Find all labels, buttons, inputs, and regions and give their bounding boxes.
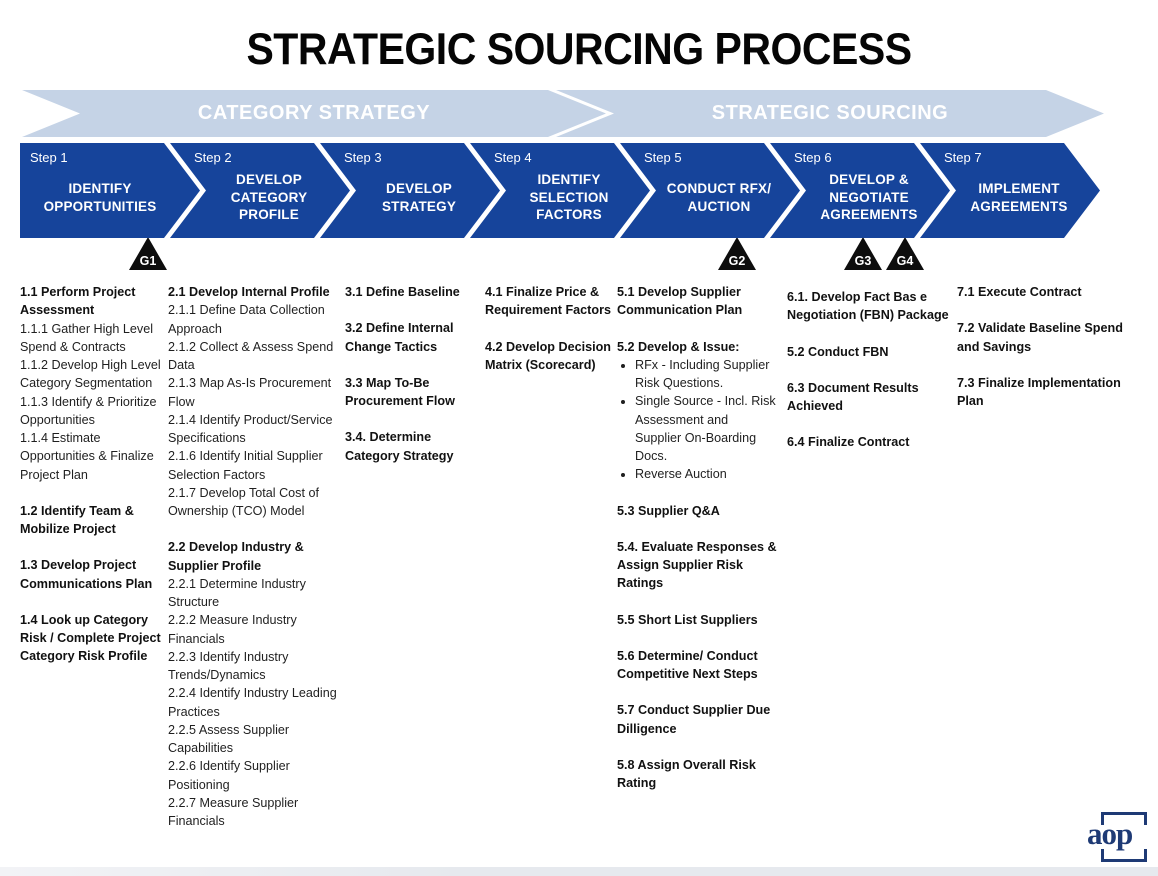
step-title: CONDUCT RFX/ AUCTION — [666, 180, 772, 214]
step-number: Step 5 — [644, 150, 682, 165]
column-item: 7.3 Finalize Implementation Plan — [957, 375, 1121, 408]
column-item: 2.1 Develop Internal Profile — [168, 285, 330, 299]
column-item: 5.5 Short List Suppliers — [617, 612, 758, 627]
column-item: 6.3 Document Results Achieved — [787, 380, 919, 413]
column-item: 5.4. Evaluate Responses & Assign Supplie… — [617, 539, 777, 591]
column-item: 7.2 Validate Baseline Spend and Savings — [957, 321, 1123, 354]
column-item: 5.2 Conduct FBN — [787, 344, 889, 359]
step-number: Step 2 — [194, 150, 232, 165]
phase-arrow-strategic-sourcing: STRATEGIC SOURCING — [556, 90, 1104, 137]
logo-bracket-top — [1101, 812, 1147, 825]
step-chevron-5: Step 5 CONDUCT RFX/ AUCTION — [620, 143, 800, 238]
gate-label: G3 — [854, 253, 872, 268]
column-bullet-list: RFx - Including Supplier Risk Questions.… — [617, 356, 777, 484]
column-item: 6.1. Develop Fact Bas e Negotiation (FBN… — [787, 290, 949, 323]
column-item: 1.2 Identify Team & Mobilize Project — [20, 503, 134, 536]
column-item: 1.1.2 Develop High Level Category Segmen… — [20, 358, 161, 391]
column-item: 2.2.1 Determine Industry Structure — [168, 576, 306, 609]
column-item: 1.1.1 Gather High Level Spend & Contract… — [20, 321, 154, 354]
step-column-7: 7.1 Execute Contract 7.2 Validate Baselin… — [957, 283, 1133, 410]
step-number: Step 4 — [494, 150, 532, 165]
column-bullet-item: Reverse Auction — [635, 465, 777, 483]
aop-logo: aop — [1087, 812, 1147, 862]
step-title: IDENTIFY OPPORTUNITIES — [43, 180, 157, 214]
step-title: IDENTIFY SELECTION FACTORS — [529, 172, 609, 223]
column-item: 1.1 Perform Project Assessment — [20, 285, 136, 318]
column-item: 2.2.3 Identify Industry Trends/Dynamics — [168, 649, 289, 682]
step-number: Step 6 — [794, 150, 832, 165]
step-number: Step 3 — [344, 150, 382, 165]
gate-label: G2 — [728, 253, 746, 268]
column-bullet-item: RFx - Including Supplier Risk Questions. — [635, 356, 777, 393]
step-column-4: 4.1 Finalize Price & Requirement Factors… — [485, 283, 613, 374]
column-item: 1.4 Look up Category Risk / Complete Pro… — [20, 612, 161, 664]
column-item: 3.4. Determine Category Strategy — [345, 430, 454, 463]
column-item: 2.1.6 Identify Initial Supplier Selectio… — [168, 449, 323, 482]
step-column-2: 2.1 Develop Internal Profile 2.1.1 Define… — [168, 283, 346, 830]
column-item: 5.2 Develop & Issue: — [617, 339, 740, 354]
logo-text: aop — [1087, 816, 1133, 852]
phase-arrow-category-strategy: CATEGORY STRATEGY — [22, 90, 606, 137]
step-title: DEVELOP & NEGOTIATE AGREEMENTS — [820, 172, 918, 223]
column-item: 2.2.2 Measure Industry Financials — [168, 613, 297, 646]
gate-label: G4 — [896, 253, 914, 268]
gate-marker-g4: G4 — [886, 237, 924, 270]
column-item: 1.1.3 Identify & Prioritize Opportunitie… — [20, 394, 157, 427]
phase-label: CATEGORY STRATEGY — [197, 102, 431, 124]
step-column-5: 5.1 Develop Supplier Communication Plan 5… — [617, 283, 777, 792]
column-item: 7.1 Execute Contract — [957, 285, 1082, 299]
column-item: 5.6 Determine/ Conduct Competitive Next … — [617, 648, 758, 681]
column-item: 6.4 Finalize Contract — [787, 435, 910, 450]
logo-bracket-bottom — [1101, 849, 1147, 862]
column-item: 5.8 Assign Overall Risk Rating — [617, 757, 756, 790]
gate-label: G1 — [139, 253, 157, 268]
phase-label: STRATEGIC SOURCING — [711, 102, 949, 124]
column-item: 5.3 Supplier Q&A — [617, 503, 720, 518]
column-item: 2.1.7 Develop Total Cost of Ownership (T… — [168, 485, 319, 518]
gate-marker-g1: G1 — [129, 237, 167, 270]
column-bullet-item: Single Source - Incl. Risk Assessment an… — [635, 392, 777, 465]
step-number: Step 7 — [944, 150, 982, 165]
footer-bar — [0, 867, 1158, 876]
step-title: DEVELOP CATEGORY PROFILE — [230, 172, 308, 223]
column-item: 4.1 Finalize Price & Requirement Factors — [485, 285, 611, 318]
column-item: 1.1.4 Estimate Opportunities & Finalize … — [20, 431, 154, 482]
gate-marker-g3: G3 — [844, 237, 882, 270]
column-item: 5.7 Conduct Supplier Due Dilligence — [617, 703, 771, 736]
column-item: 2.2.5 Assess Supplier Capabilities — [168, 722, 290, 755]
column-item: 3.3 Map To-Be Procurement Flow — [345, 375, 455, 408]
gate-marker-g2: G2 — [718, 237, 756, 270]
column-item: 3.2 Define Internal Change Tactics — [345, 321, 454, 354]
column-item: 2.2 Develop Industry & Supplier Profile — [168, 540, 304, 573]
column-item: 2.2.6 Identify Supplier Positioning — [168, 759, 290, 792]
step-title: IMPLEMENT AGREEMENTS — [970, 180, 1068, 214]
column-item: 2.2.4 Identify Industry Leading Practice… — [168, 686, 337, 719]
column-item: 2.1.1 Define Data Collection Approach — [168, 303, 325, 336]
step-title: DEVELOP STRATEGY — [381, 180, 457, 214]
column-item: 2.1.4 Identify Product/Service Specifica… — [168, 412, 333, 445]
column-item: 4.2 Develop Decision Matrix (Scorecard) — [485, 339, 611, 372]
column-item: 2.1.2 Collect & Assess Spend Data — [168, 339, 334, 372]
step-column-6: 6.1. Develop Fact Bas e Negotiation (FBN… — [787, 288, 955, 452]
column-item: 3.1 Define Baseline — [345, 285, 460, 299]
page-title: STRATEGIC SOURCING PROCESS — [246, 24, 912, 74]
column-item: 5.1 Develop Supplier Communication Plan — [617, 285, 743, 318]
step-column-3: 3.1 Define Baseline 3.2 Define Internal C… — [345, 283, 477, 465]
column-item: 1.3 Develop Project Communications Plan — [20, 558, 153, 591]
column-item: 2.2.7 Measure Supplier Financials — [168, 795, 299, 828]
column-item: 2.1.3 Map As-Is Procurement Flow — [168, 376, 332, 409]
step-number: Step 1 — [30, 150, 68, 165]
step-chevron-6: Step 6 DEVELOP & NEGOTIATE AGREEMENTS — [770, 143, 950, 238]
step-chevron-1: Step 1 IDENTIFY OPPORTUNITIES — [20, 143, 200, 238]
